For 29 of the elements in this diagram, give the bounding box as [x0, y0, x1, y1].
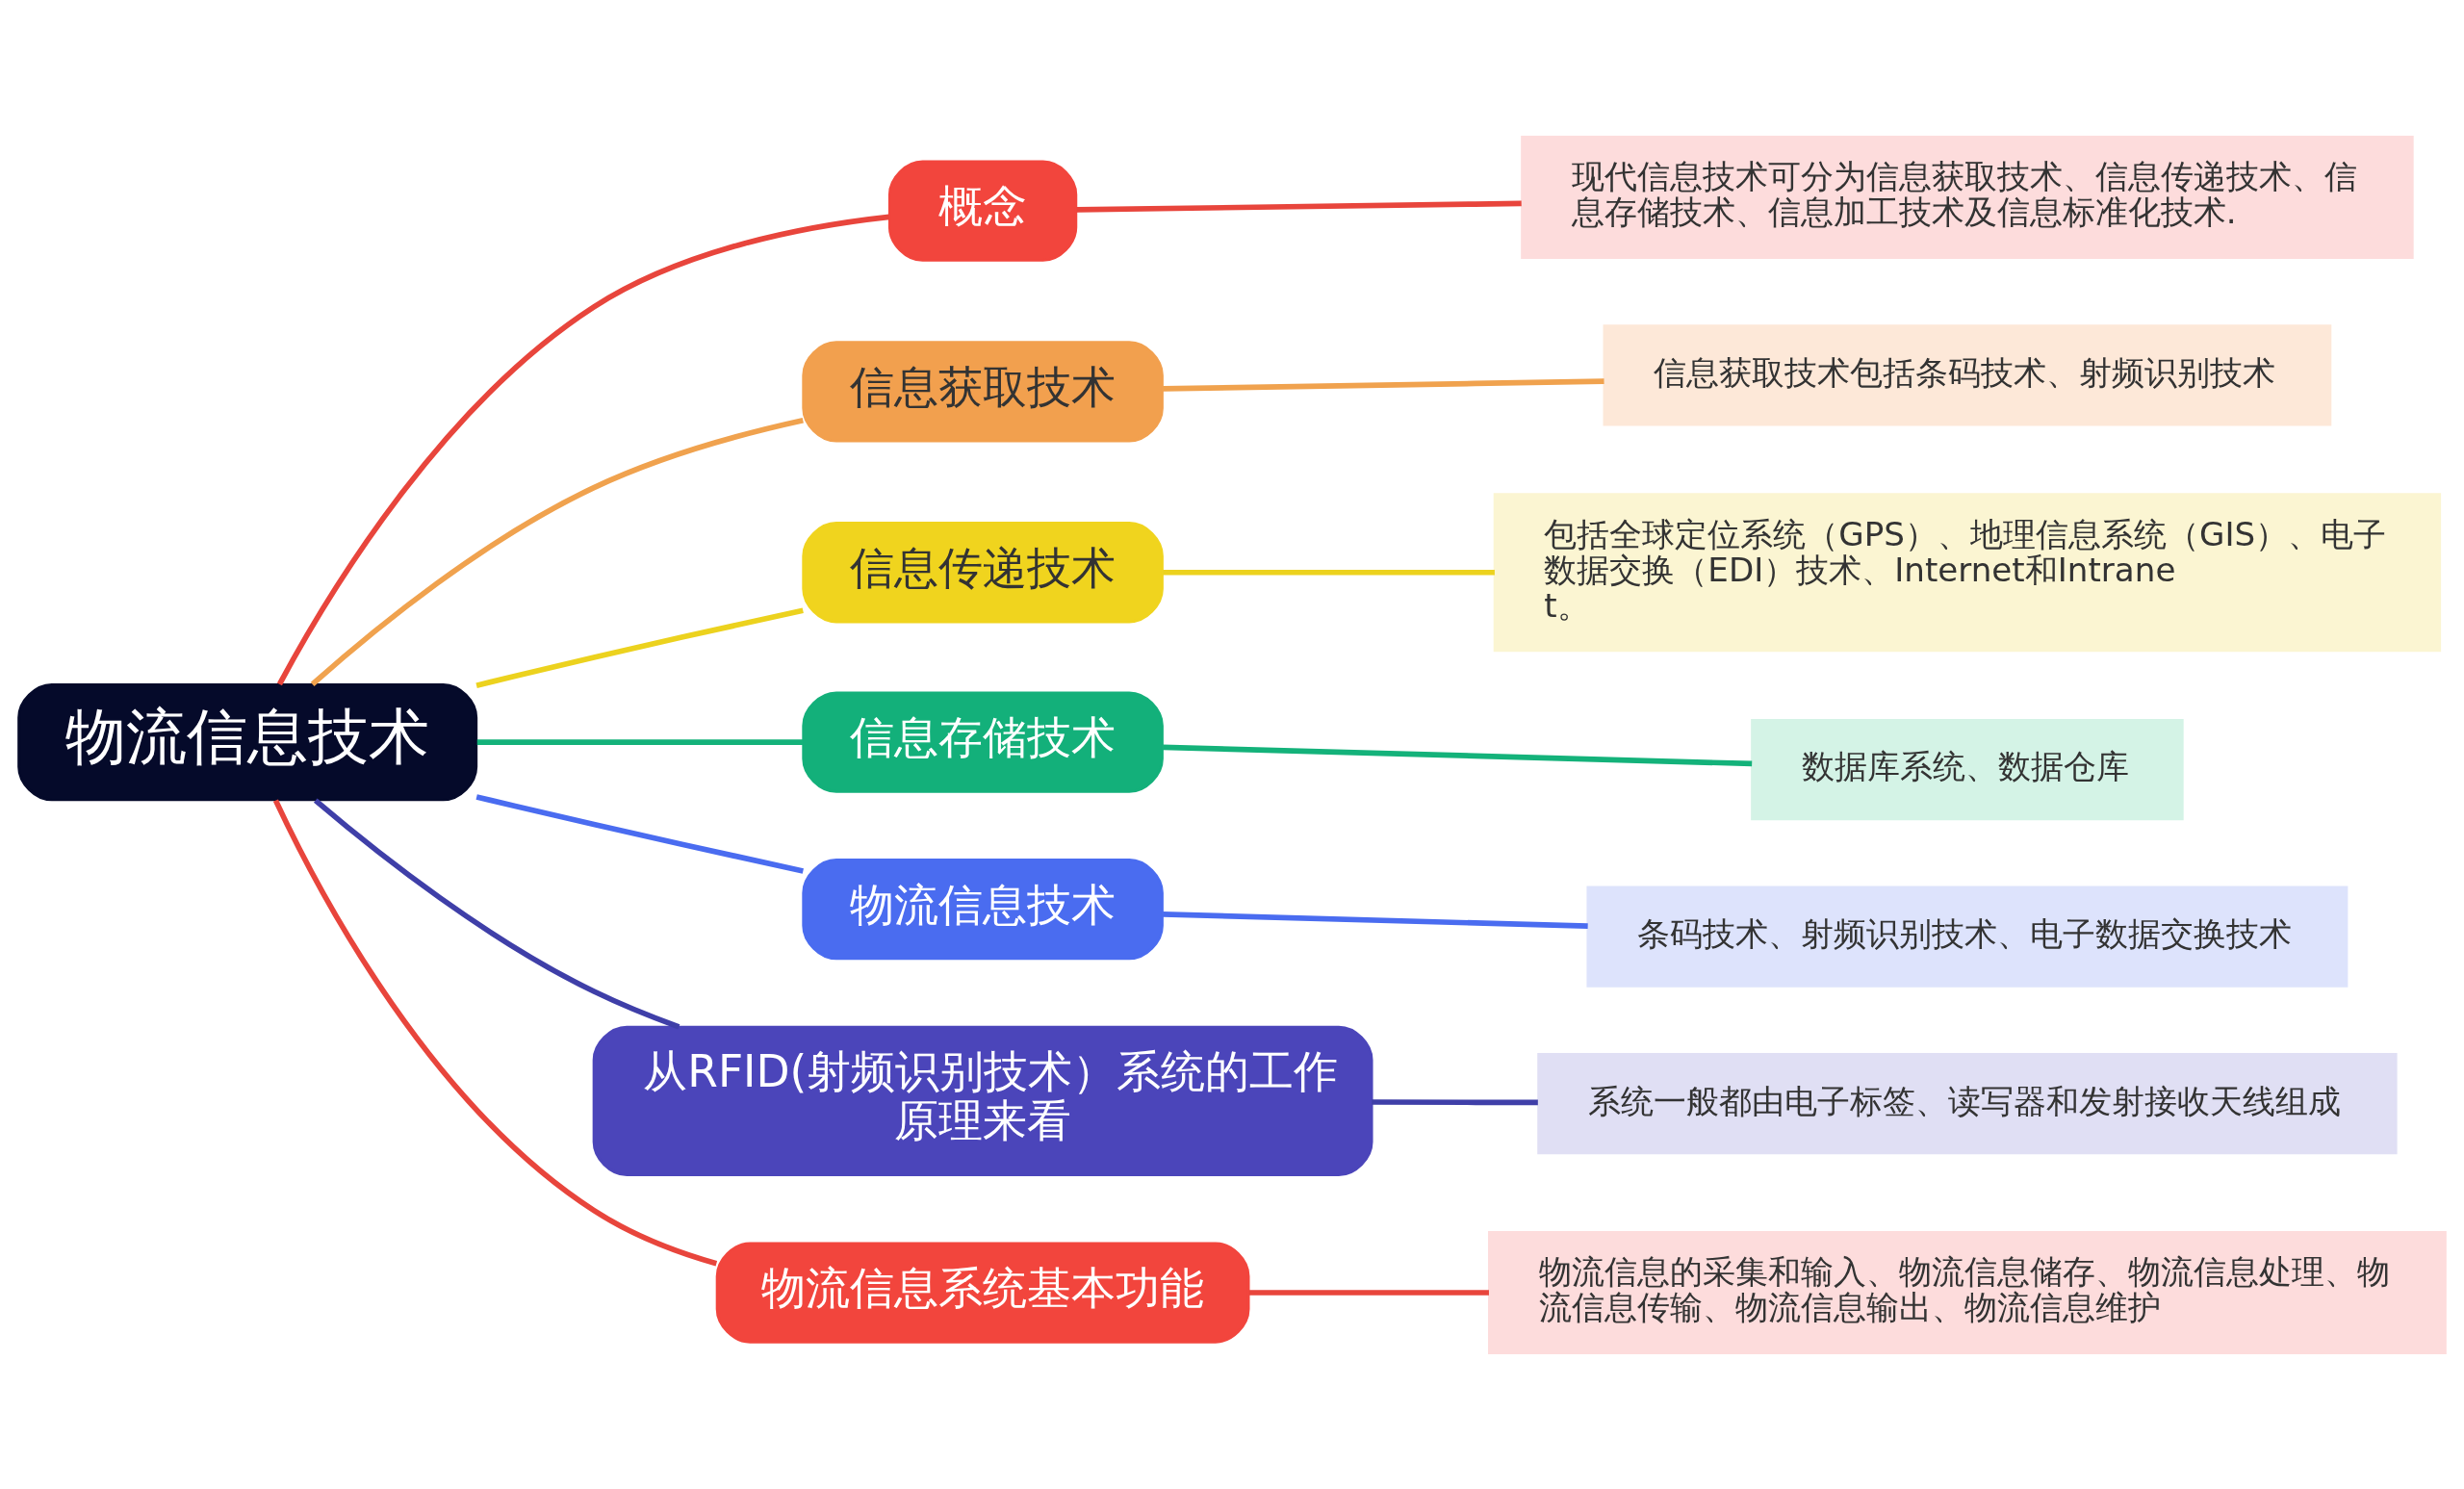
connector [313, 797, 680, 1030]
node-box: 信息获取技术包括条码技术、射频识别技术 [1603, 323, 2332, 426]
node-box: 信息存储技术 [802, 691, 1164, 793]
node-box: 物流信息技术 [17, 682, 478, 801]
node-box: 现代信息技术可分为信息获取技术、信息传递技术、信息存储技术、信息加工技术及信息标准化技术. [1521, 135, 2414, 259]
node-box: 物流信息系统基本功能 [715, 1241, 1250, 1344]
node-box: 条码技术、射频识别技术、电子数据交换技术 [1586, 886, 2348, 988]
connector [476, 738, 804, 745]
connector [1163, 743, 1753, 766]
node-box: 从RFID(射频识别技术）系统的工作原理来看 [592, 1025, 1373, 1176]
node-box: 数据库系统、数据仓库 [1751, 718, 2184, 820]
connector [1163, 569, 1495, 576]
connector [1163, 377, 1604, 392]
node-box: 信息获取技术 [802, 340, 1164, 443]
connector [1163, 911, 1588, 929]
connector [272, 798, 718, 1266]
node-box: 概念 [887, 160, 1078, 262]
node-box: 包括全球定位系统（GPS）、地理信息系统（GIS）、电子数据交换（EDI）技术、Internet和Intranet。 [1493, 492, 2442, 652]
node-box: 物流信息技术 [802, 858, 1164, 960]
connector [1076, 200, 1522, 213]
node-box: 信息传递技术 [802, 521, 1164, 623]
connector [276, 214, 890, 685]
connector [1372, 1098, 1538, 1105]
node-box: 物流信息的采集和输入、物流信息储存、物流信息处理、物流信息传输、物流信息输出、物流信息维护 [1488, 1230, 2447, 1354]
connector [1248, 1289, 1489, 1296]
connector [475, 606, 804, 688]
connector [310, 417, 804, 686]
connector [475, 793, 804, 874]
node-box: 系统一般都由电子标签、读写器和发射接收天线组成 [1537, 1052, 2398, 1154]
